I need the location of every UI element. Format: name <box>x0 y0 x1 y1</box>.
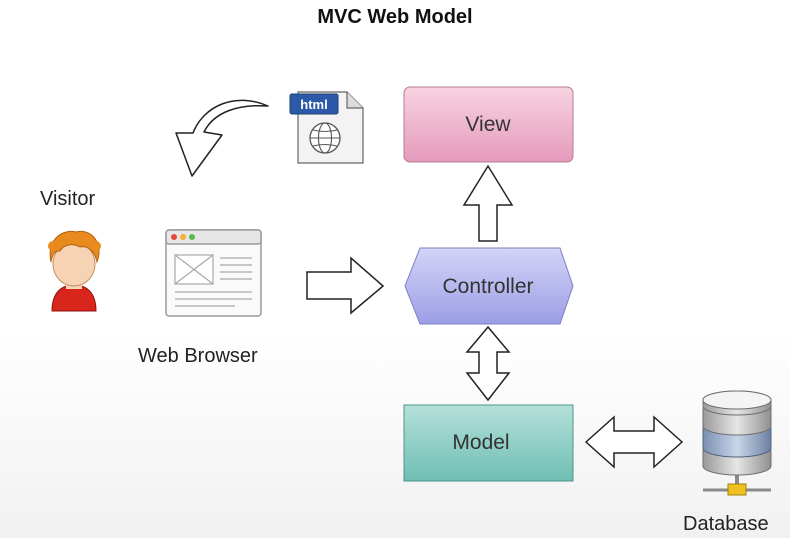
web-browser-icon <box>165 229 262 317</box>
visitor-label: Visitor <box>40 188 96 210</box>
arrow-controller-to-view <box>462 164 514 242</box>
html-file-icon: html <box>289 91 364 164</box>
html-badge-text: html <box>300 97 327 112</box>
arrow-controller-model <box>465 325 511 402</box>
database-icon <box>702 390 772 496</box>
diagram-title: MVC Web Model <box>317 6 473 28</box>
model-label: Model <box>452 431 509 454</box>
controller-node: Controller <box>404 247 574 325</box>
curved-return-arrow <box>175 99 269 177</box>
visitor-person-icon <box>48 230 101 312</box>
model-node: Model <box>403 404 574 482</box>
arrow-browser-to-controller <box>306 256 385 315</box>
controller-label: Controller <box>442 275 533 298</box>
arrow-model-database <box>584 415 684 469</box>
view-node: View <box>403 86 574 163</box>
web-browser-label: Web Browser <box>138 345 258 367</box>
database-label: Database <box>683 513 769 535</box>
view-label: View <box>465 113 511 136</box>
